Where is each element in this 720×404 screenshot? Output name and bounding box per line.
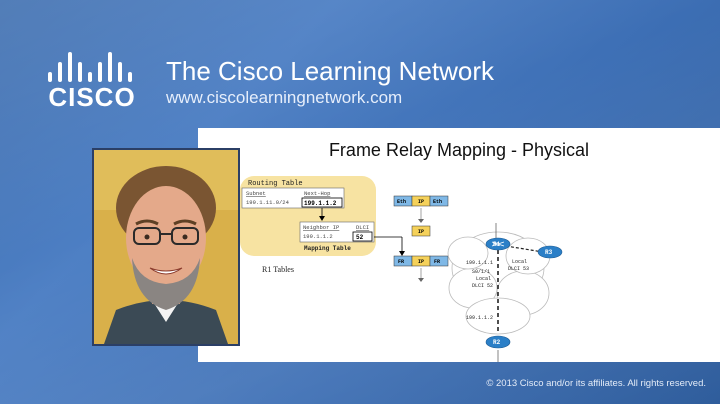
mapping-row-ip: 199.1.1.2 — [303, 233, 333, 240]
copyright-footer: © 2013 Cisco and/or its affiliates. All … — [486, 378, 706, 389]
mapping-header-dlci: DLCI — [356, 224, 369, 231]
local-dlci53-line2: DLCI 53 — [508, 266, 529, 272]
local-dlci52-line1: Local — [476, 276, 491, 282]
svg-text:IP: IP — [418, 259, 424, 265]
logo-wordmark: CISCO — [48, 82, 136, 112]
routing-row-subnet: 199.1.11.0/24 — [246, 199, 290, 206]
svg-text:IP: IP — [418, 229, 424, 235]
svg-text:R3: R3 — [545, 249, 553, 256]
router-r2-icon: R2 — [485, 335, 511, 349]
slide-title: Frame Relay Mapping - Physical — [328, 140, 590, 160]
frame-ip: IP — [411, 225, 431, 237]
routing-header-nexthop: Next-Hop — [304, 190, 330, 197]
r1-tables-label: R1 Tables — [262, 265, 294, 274]
pvc-r1-r3 — [505, 245, 544, 253]
brand-url[interactable]: www.ciscolearningnetwork.com — [166, 88, 403, 107]
routing-header-subnet: Subnet — [246, 190, 266, 197]
svg-text:FR: FR — [398, 259, 404, 265]
router-r1-icon: R1 — [485, 237, 511, 251]
frame-frame-relay: FR IP FR — [393, 255, 449, 267]
svg-text:R1: R1 — [493, 241, 501, 248]
mapping-header-neighbor: Neighbor IP — [303, 224, 339, 231]
routing-table-title: Routing Table — [248, 180, 303, 188]
brand-title: The Cisco Learning Network — [166, 56, 495, 86]
r1-ip-label: 199.1.1.1 — [466, 260, 493, 266]
router-r3-icon: R3 — [537, 245, 563, 259]
local-dlci52-line2: DLCI 52 — [472, 283, 493, 289]
svg-text:FR: FR — [434, 259, 440, 265]
presenter-portrait-icon — [94, 150, 238, 344]
diagram: Routing Table Subnet Next-Hop 199.1.11.0… — [240, 176, 563, 362]
slide: Frame Relay Mapping - Physical Routing T… — [198, 128, 720, 362]
r1-interface-label: S0/1/1 — [472, 269, 490, 275]
cisco-bars-icon — [44, 48, 140, 82]
mapping-table-title: Mapping Table — [304, 245, 351, 252]
svg-text:Eth: Eth — [397, 199, 406, 205]
mapping-table — [299, 221, 375, 243]
mapping-row-dlci: 52 — [356, 234, 364, 241]
routing-row-nexthop: 199.1.1.2 — [304, 200, 337, 207]
routing-table — [241, 187, 345, 209]
svg-text:Eth: Eth — [433, 199, 442, 205]
cisco-logo: CISCO — [44, 48, 140, 112]
svg-text:R2: R2 — [493, 339, 501, 346]
svg-text:IP: IP — [418, 199, 424, 205]
presenter-photo — [92, 148, 240, 346]
local-dlci53-line1: Local — [512, 259, 527, 265]
r2-ip-label: 199.1.1.2 — [466, 315, 493, 321]
frame-ethernet: Eth IP Eth — [393, 195, 449, 207]
